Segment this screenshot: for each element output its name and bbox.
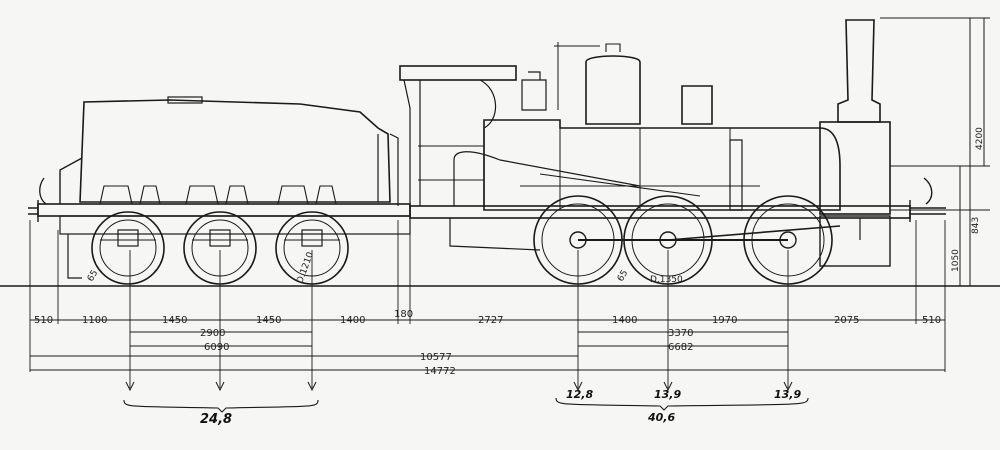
- dim-2727: 2727: [478, 315, 503, 326]
- dim-2900: 2900: [200, 328, 225, 339]
- safety-valve: [605, 43, 621, 52]
- tender-load-brace: [123, 399, 319, 413]
- dim-510-left: 510: [34, 315, 53, 326]
- engine-load-brace: [555, 397, 809, 411]
- regulator: [521, 71, 547, 111]
- steam-pipe: [453, 151, 641, 206]
- boiler: [483, 119, 841, 211]
- front-buffer: [909, 200, 946, 222]
- cab-roof: [399, 65, 517, 81]
- tender-front-plate: [59, 157, 83, 204]
- height-843: 843: [971, 217, 981, 234]
- dim-14772: 14772: [424, 366, 456, 377]
- boiler-bands: [559, 128, 731, 210]
- tender-wheel-radius: 65: [86, 269, 100, 284]
- dim-2075: 2075: [834, 315, 859, 326]
- cab-front-sheet: [479, 79, 497, 206]
- cylinder: [819, 215, 891, 267]
- dim-510-right: 510: [922, 315, 941, 326]
- tender-total-load: 24,8: [200, 412, 232, 427]
- tender: D.1210 65: [28, 96, 411, 285]
- dimension-lines: [29, 220, 946, 388]
- dim-180: 180: [394, 309, 413, 320]
- axle-arrows: [125, 381, 793, 392]
- loco-wheel-radius: 65: [616, 269, 630, 284]
- cab-post-rear: [403, 79, 421, 206]
- injector: [729, 139, 743, 211]
- sand-box: [681, 85, 713, 125]
- loco-underframe: [449, 218, 861, 251]
- tender-spring-hangers: [99, 185, 337, 205]
- axle-load-2: 13,9: [654, 388, 681, 401]
- dim-1970: 1970: [712, 315, 737, 326]
- loco-wheel-diameter: D.1350: [650, 275, 683, 285]
- tender-step: [67, 234, 82, 279]
- tender-frame: [37, 203, 411, 217]
- axle-load-1: 12,8: [566, 388, 593, 401]
- dim-6682: 6682: [668, 342, 693, 353]
- tender-handrail: [39, 177, 47, 205]
- tender-hatch: [167, 96, 203, 104]
- front-handrail: [923, 177, 933, 205]
- chimney: [837, 19, 881, 123]
- dim-1450-a: 1450: [162, 315, 187, 326]
- locomotive: D.1350 65: [399, 19, 946, 285]
- height-dimensions: 4200 1050 843: [880, 17, 990, 286]
- axle-load-3: 13,9: [774, 388, 801, 401]
- whistle-rod: [554, 42, 600, 110]
- steam-dome: [585, 55, 641, 125]
- tender-wheels: [91, 211, 349, 285]
- height-1050: 1050: [951, 249, 961, 272]
- dim-1450-b: 1450: [256, 315, 281, 326]
- dim-1400-b: 1400: [612, 315, 637, 326]
- dim-10577: 10577: [420, 352, 452, 363]
- dim-3370: 3370: [668, 328, 693, 339]
- engine-total-load: 40,6: [647, 411, 675, 424]
- tender-tank: [79, 99, 391, 203]
- tender-wheel-diameter: D.1210: [295, 251, 316, 285]
- tender-buffer: [28, 200, 39, 222]
- smokebox: [819, 121, 891, 215]
- tender-rear-plate: [377, 133, 399, 206]
- dim-1400-a: 1400: [340, 315, 365, 326]
- dim-1100: 1100: [82, 315, 107, 326]
- reach-rods: [520, 173, 760, 197]
- cab-side-rails: [418, 145, 484, 181]
- height-4200: 4200: [975, 127, 985, 150]
- dim-6090: 6090: [204, 342, 229, 353]
